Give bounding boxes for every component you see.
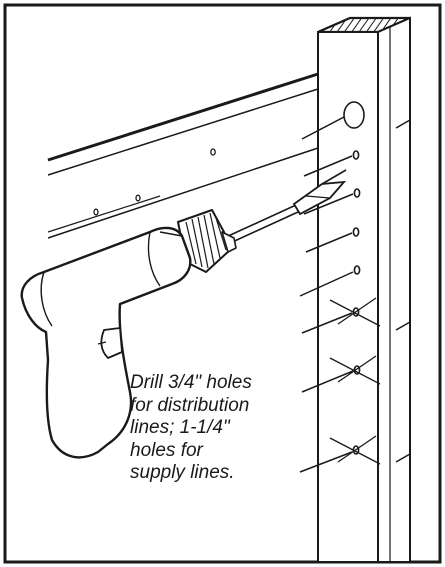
- caption-line-5: supply lines.: [130, 462, 235, 483]
- wall-stud-icon: [318, 18, 410, 562]
- caption-line-2: for distribution: [130, 394, 250, 416]
- hole-crosshairs: [330, 298, 380, 464]
- instruction-caption: Drill 3/4" holes for distribution lines;…: [130, 372, 315, 485]
- caption-line-4: holes for: [130, 439, 203, 461]
- stud-side-marks: [396, 120, 410, 462]
- large-hole: [344, 102, 364, 128]
- figure-frame: [5, 5, 440, 562]
- small-hole: [353, 228, 358, 236]
- small-hole: [354, 266, 359, 274]
- caption-line-1: Drill 3/4" holes: [130, 372, 252, 393]
- stud-holes: [344, 102, 364, 454]
- leader-lines: [300, 117, 353, 472]
- power-drill-icon: [22, 210, 236, 457]
- wall-plate: [48, 74, 318, 238]
- spade-bit-icon: [226, 170, 346, 244]
- caption-line-3: lines; 1-1/4": [130, 417, 230, 438]
- small-hole: [353, 151, 358, 159]
- small-hole: [354, 189, 359, 197]
